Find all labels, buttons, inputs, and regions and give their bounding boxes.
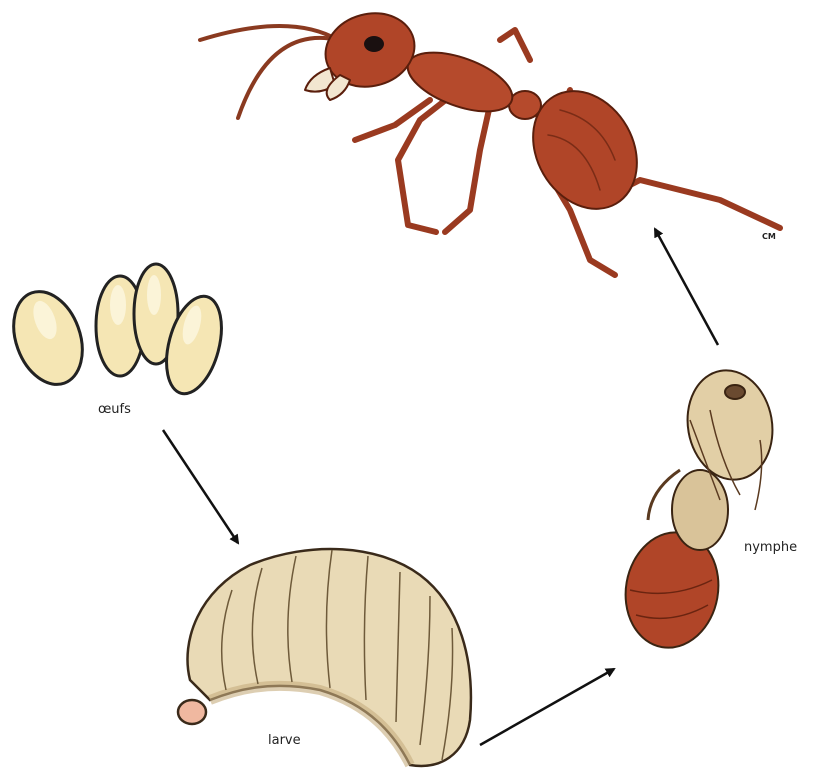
larva-label: larve xyxy=(268,733,301,748)
arrow-larva-to-pupa xyxy=(480,669,614,745)
artist-signature: CM xyxy=(762,232,776,241)
pupa-label: nymphe xyxy=(744,540,797,555)
arrow-eggs-to-larva xyxy=(163,430,238,543)
larva-illustration xyxy=(178,549,471,766)
adult-ant-illustration xyxy=(200,4,780,275)
eggs-label: œufs xyxy=(98,402,131,417)
arrow-pupa-to-adult xyxy=(655,229,718,345)
pupa-illustration xyxy=(617,364,781,656)
larva-head xyxy=(178,700,206,724)
eggs-illustration xyxy=(2,264,232,400)
